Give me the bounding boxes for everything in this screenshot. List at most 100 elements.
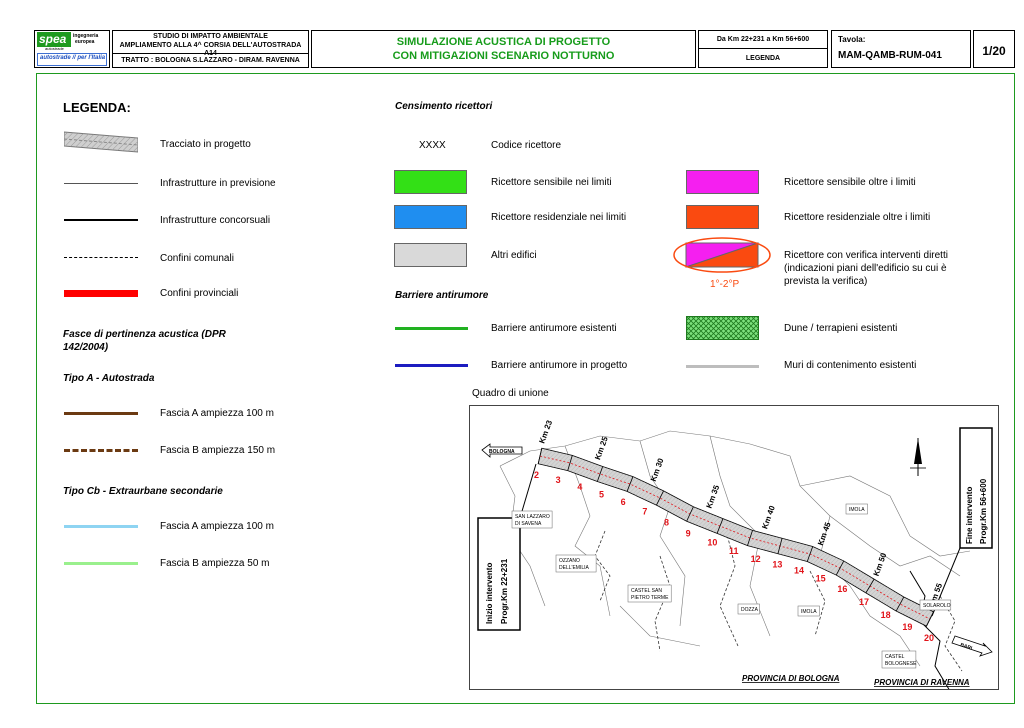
prov-ravenna-label: PROVINCIA DI RAVENNA (874, 678, 970, 687)
town-label: SAN LAZZARO (515, 514, 550, 520)
fine-box (959, 427, 993, 549)
tratto-line: TRATTO : BOLOGNA S.LAZZARO - DIRAM. RAVE… (121, 57, 300, 64)
tipo-a-title: Tipo A - Autostrada (63, 373, 155, 384)
segment-divider (747, 530, 753, 546)
town-label-box (737, 603, 760, 615)
segment-number: 15 (816, 573, 826, 583)
segment-divider (835, 560, 845, 576)
sens-limiti-label: Ricettore sensibile nei limiti (491, 177, 612, 188)
segment-divider (596, 466, 604, 482)
sens-oltre-swatch (686, 170, 759, 194)
tracciato-swatch (63, 130, 139, 154)
segment-number: 14 (794, 565, 804, 575)
res-oltre-swatch (686, 205, 759, 229)
segment-divider (806, 546, 814, 562)
spea-sub2: europea (75, 39, 95, 45)
town-label: SOLAROLO (923, 603, 951, 609)
tracciato-symbol (63, 131, 139, 153)
inizio-line1: Inizio intervento (485, 563, 494, 624)
verifica-line1: Ricettore con verifica interventi dirett… (784, 250, 948, 261)
segment-number: 4 (577, 482, 582, 492)
segment-number: 19 (902, 622, 912, 632)
infra-previsione-label: Infrastrutture in previsione (160, 178, 276, 189)
segment-number: 6 (621, 497, 626, 507)
muri-label: Muri di contenimento esistenti (784, 360, 917, 371)
bari-arrow (951, 635, 993, 657)
res-oltre-label: Ricettore residenziale oltre i limiti (784, 212, 931, 223)
tavola-label: Tavola: (838, 35, 866, 44)
segment-divider (656, 490, 664, 506)
altri-swatch (394, 243, 467, 267)
town-label: DELL'EMILIA (559, 565, 590, 571)
spea-logo (37, 32, 71, 47)
segment-divider (567, 455, 573, 471)
prov-bologna-label: PROVINCIA DI BOLOGNA (742, 674, 840, 683)
fascia-cb-a-label: Fascia A ampiezza 100 m (160, 521, 274, 532)
drawing-title-line1: SIMULAZIONE ACUSTICA DI PROGETTO (396, 36, 611, 48)
sens-limiti-swatch (394, 170, 467, 194)
res-limiti-swatch (394, 205, 467, 229)
km-marker: Km 23 (537, 419, 554, 445)
spea-sub3: autostrade (45, 46, 64, 51)
header-title-box: SIMULAZIONE ACUSTICA DI PROGETTO CON MIT… (311, 30, 696, 68)
verifica-swatch (672, 237, 772, 277)
tipo-cb-title: Tipo Cb - Extraurbane secondarie (63, 486, 223, 497)
highway-hatch (538, 448, 934, 627)
inizio-leader (519, 463, 537, 519)
highway-track (537, 447, 935, 627)
town-label-box (797, 605, 820, 617)
km-marker: Km 25 (593, 435, 610, 461)
barriera-esistente-label: Barriere antirumore esistenti (491, 323, 617, 334)
study-line2: AMPLIAMENTO ALLA 4^ CORSIA DELL'AUTOSTRA… (119, 42, 302, 57)
legend-title: LEGENDA: (63, 100, 131, 115)
header-tavola-box: Tavola: MAM-QAMB-RUM-041 (831, 30, 971, 68)
segment-number: 17 (859, 597, 869, 607)
study-line1: STUDIO DI IMPATTO AMBIENTALE (153, 33, 268, 40)
km-range: Da Km 22+231 a Km 56+600 (716, 36, 810, 43)
segment-number: 3 (556, 475, 561, 485)
town-label-box (627, 584, 672, 603)
barriers-title: Barriere antirumore (395, 290, 489, 301)
dune-symbol (686, 316, 759, 340)
segment-number: 5 (599, 490, 604, 500)
segment-number: 7 (642, 507, 647, 517)
dune-swatch (686, 316, 759, 340)
muri-line (686, 365, 759, 368)
tracciato-label: Tracciato in progetto (160, 139, 251, 150)
confini-comunali-line (64, 257, 138, 258)
fine-line2: Progr.Km 56+600 (979, 478, 988, 544)
header-sheet-box: 1/20 (973, 30, 1015, 68)
autostrade-logo-text: autostrade // per l'Italia (40, 55, 106, 61)
town-label-box (881, 650, 917, 669)
bari-label: BARI (959, 642, 973, 652)
town-label-box (845, 503, 868, 515)
infra-previsione-line (64, 183, 138, 184)
town-label: BOLOGNESE (885, 661, 917, 667)
segment-number: 8 (664, 517, 669, 527)
autostrade-logo (37, 53, 107, 66)
map-title: Quadro di unione (472, 388, 549, 399)
fascia-b-150-label: Fascia B ampiezza 150 m (160, 445, 276, 456)
barriera-progetto-line (395, 364, 468, 367)
infra-concorsuali-line (64, 219, 138, 221)
fine-line1: Fine intervento (965, 487, 974, 544)
segment-divider (716, 518, 724, 534)
town-label-box (511, 510, 553, 529)
fascia-a-100-label: Fascia A ampiezza 100 m (160, 408, 274, 419)
segment-number: 11 (729, 546, 739, 556)
infra-concorsuali-label: Infrastrutture concorsuali (160, 215, 271, 226)
km-marker: Km 35 (705, 483, 722, 509)
dune-label: Dune / terrapieni esistenti (784, 323, 898, 334)
verifica-symbol (673, 237, 771, 273)
spea-sub1: ingegneria (73, 33, 99, 39)
barriera-progetto-label: Barriere antirumore in progetto (491, 360, 628, 371)
verifica-line3: prevista la verifica) (784, 276, 868, 287)
provincial-boundary (909, 570, 950, 689)
segment-number: 18 (881, 610, 891, 620)
fascia-cb-b-label: Fascia B ampiezza 50 m (160, 558, 270, 569)
north-arrow-icon (910, 438, 926, 476)
verifica-line2: (indicazioni piani dell'edificio su cui … (784, 263, 947, 274)
